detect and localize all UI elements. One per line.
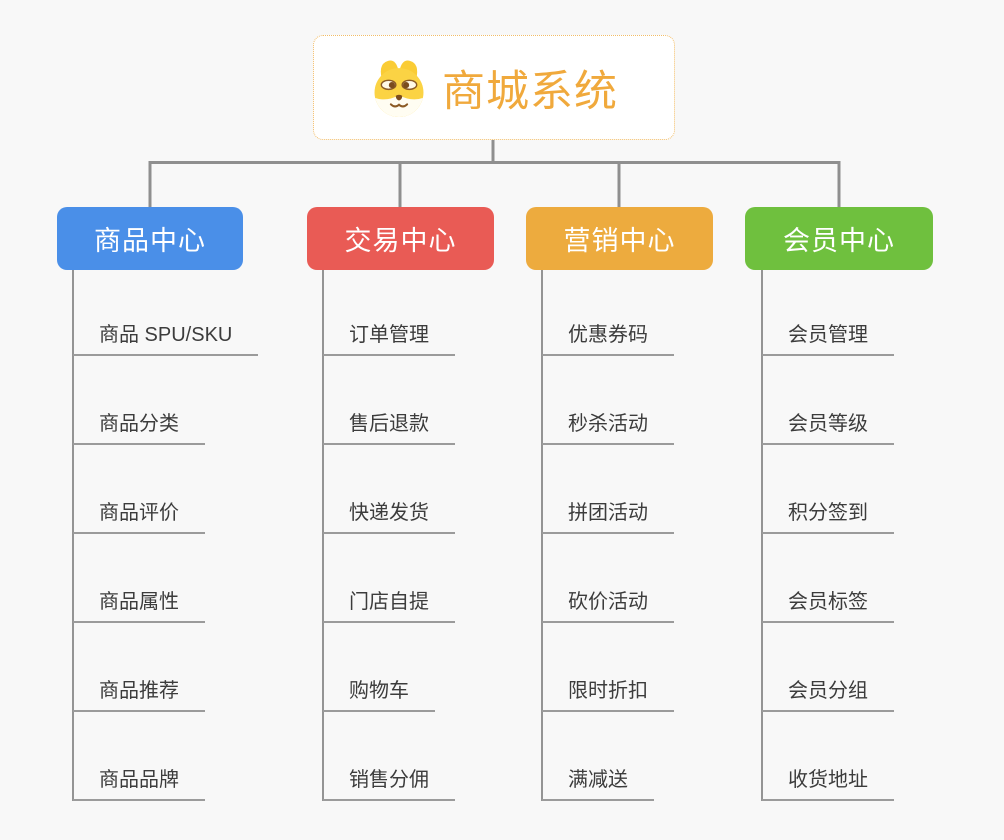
- sub-item[interactable]: 会员管理: [762, 267, 894, 356]
- sub-item-label: 限时折扣: [542, 674, 674, 712]
- sub-item-label: 会员标签: [762, 585, 894, 623]
- sub-item-label: 满减送: [542, 763, 654, 801]
- branch-item-list: 订单管理售后退款快递发货门店自提购物车销售分佣: [323, 267, 455, 801]
- sub-item[interactable]: 收货地址: [762, 712, 894, 801]
- sub-item[interactable]: 限时折扣: [542, 623, 674, 712]
- sub-item[interactable]: 满减送: [542, 712, 674, 801]
- branch-drop-line: [761, 270, 763, 801]
- branch-drop-line: [322, 270, 324, 801]
- sub-item[interactable]: 购物车: [323, 623, 455, 712]
- sub-item[interactable]: 会员分组: [762, 623, 894, 712]
- sub-item-label: 销售分佣: [323, 763, 455, 801]
- root-title: 商城系统: [442, 67, 618, 116]
- dog-face-icon: [374, 60, 424, 117]
- sub-item[interactable]: 会员标签: [762, 534, 894, 623]
- sub-item-label: 商品推荐: [73, 674, 205, 712]
- sub-item[interactable]: 门店自提: [323, 534, 455, 623]
- sub-item-label: 快递发货: [323, 496, 455, 534]
- sub-item-label: 秒杀活动: [542, 407, 674, 445]
- sub-item-label: 会员分组: [762, 674, 894, 712]
- sub-item[interactable]: 优惠券码: [542, 267, 674, 356]
- branch-drop-line: [541, 270, 543, 801]
- sub-item-label: 会员管理: [762, 318, 894, 356]
- branch-header-product-center[interactable]: 商品中心: [57, 207, 243, 270]
- sub-item-label: 售后退款: [323, 407, 455, 445]
- sub-item[interactable]: 拼团活动: [542, 445, 674, 534]
- sub-item-label: 门店自提: [323, 585, 455, 623]
- sub-item[interactable]: 秒杀活动: [542, 356, 674, 445]
- branch-header-trade-center[interactable]: 交易中心: [307, 207, 494, 270]
- sub-item-label: 商品品牌: [73, 763, 205, 801]
- sub-item[interactable]: 商品 SPU/SKU: [73, 267, 259, 356]
- branch-header-member-center[interactable]: 会员中心: [745, 207, 933, 270]
- sub-item[interactable]: 积分签到: [762, 445, 894, 534]
- sub-item[interactable]: 销售分佣: [323, 712, 455, 801]
- branch-item-list: 商品 SPU/SKU 商品分类商品评价商品属性商品推荐商品品牌: [73, 267, 259, 801]
- sub-item-label: 订单管理: [323, 318, 455, 356]
- sub-item[interactable]: 商品属性: [73, 534, 258, 623]
- sub-item[interactable]: 商品评价: [73, 445, 258, 534]
- sub-item-label: 商品评价: [73, 496, 205, 534]
- root-node[interactable]: 商城系统: [313, 35, 675, 140]
- sub-item-label: 收货地址: [762, 763, 894, 801]
- sub-item-label: 商品属性: [73, 585, 205, 623]
- sub-item-label: 商品分类: [73, 407, 205, 445]
- sub-item-label: 优惠券码: [542, 318, 674, 356]
- sub-item[interactable]: 商品分类: [73, 356, 258, 445]
- sub-item[interactable]: 商品推荐: [73, 623, 258, 712]
- sub-item-label: 商品 SPU/SKU: [73, 318, 259, 356]
- sub-item-label: 积分签到: [762, 496, 894, 534]
- sub-item-label: 砍价活动: [542, 585, 674, 623]
- sub-item[interactable]: 售后退款: [323, 356, 455, 445]
- sub-item[interactable]: 快递发货: [323, 445, 455, 534]
- sub-item[interactable]: 砍价活动: [542, 534, 674, 623]
- sub-item-label: 拼团活动: [542, 496, 674, 534]
- sub-item-label: 购物车: [323, 674, 435, 712]
- branch-drop-line: [72, 270, 74, 801]
- branch-item-list: 优惠券码秒杀活动拼团活动砍价活动限时折扣满减送: [542, 267, 674, 801]
- branch-header-marketing-center[interactable]: 营销中心: [526, 207, 713, 270]
- sub-item-label: 会员等级: [762, 407, 894, 445]
- sub-item[interactable]: 商品品牌: [73, 712, 258, 801]
- branch-item-list: 会员管理会员等级积分签到会员标签会员分组收货地址: [762, 267, 894, 801]
- sub-item[interactable]: 会员等级: [762, 356, 894, 445]
- sub-item[interactable]: 订单管理: [323, 267, 455, 356]
